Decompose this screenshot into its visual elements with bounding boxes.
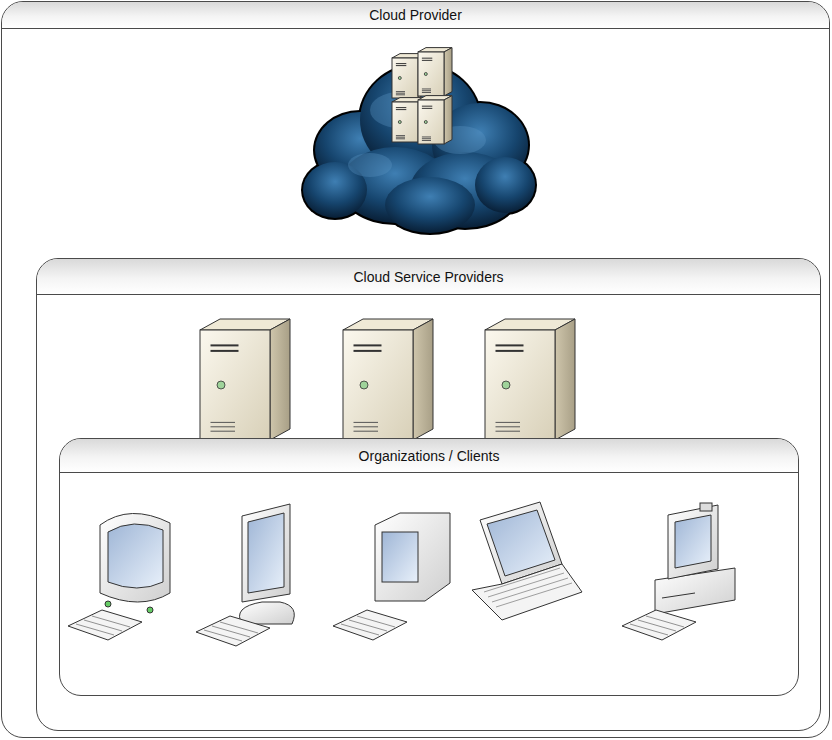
- server-icons: [200, 48, 575, 440]
- panel-title: Cloud Service Providers: [347, 269, 509, 285]
- panel-title: Cloud Provider: [363, 7, 468, 23]
- panel-header: Cloud Provider: [2, 2, 829, 29]
- panel-box: Cloud Service ProvidersOrganizations / C…: [36, 258, 821, 731]
- computer-icons: [68, 502, 735, 646]
- panel-title: Organizations / Clients: [353, 448, 506, 464]
- panel-header: Cloud Service Providers: [37, 259, 820, 295]
- panel-header: Organizations / Clients: [60, 439, 798, 473]
- panel-box: Organizations / Clients: [59, 438, 799, 696]
